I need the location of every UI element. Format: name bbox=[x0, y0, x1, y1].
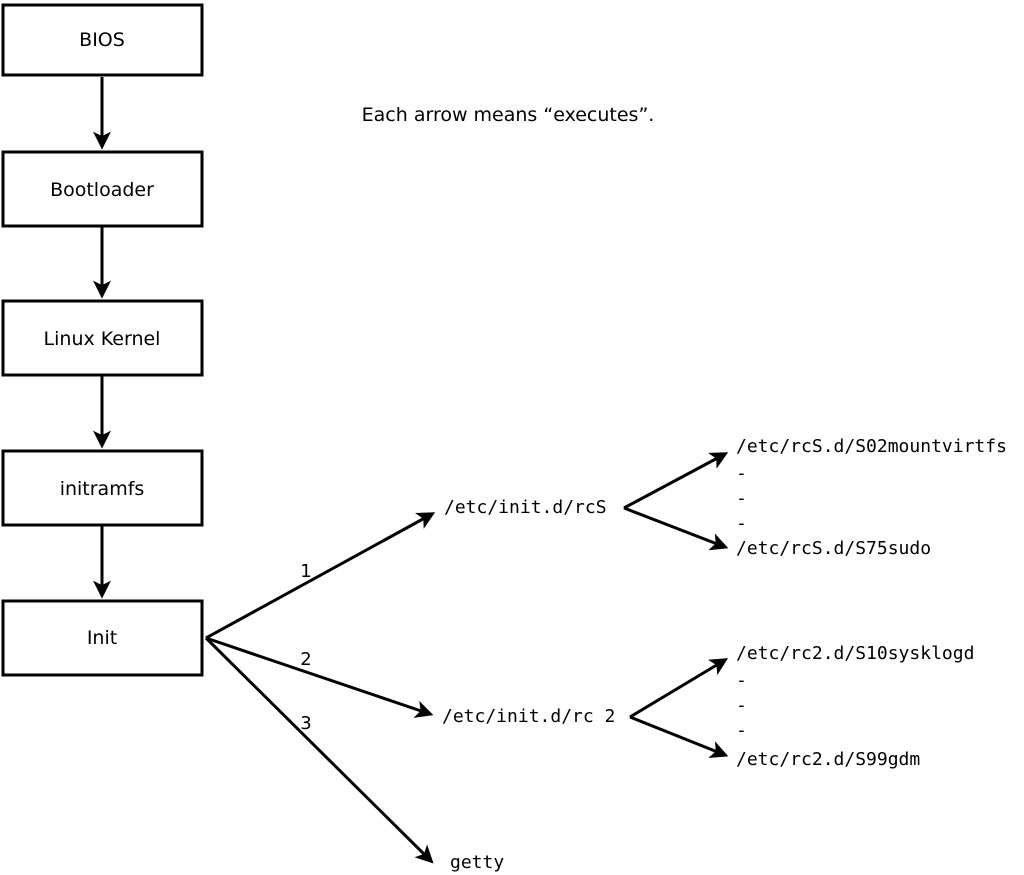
rcs-script-ellipsis-1: - bbox=[736, 463, 747, 484]
box-linux-kernel-label: Linux Kernel bbox=[44, 328, 161, 350]
box-init-rect bbox=[1, 599, 204, 677]
box-initramfs: initramfs bbox=[1, 449, 204, 527]
rc2-script-ellipsis-1: - bbox=[736, 670, 747, 691]
target-getty-label: getty bbox=[450, 852, 504, 873]
box-bios-label: BIOS bbox=[79, 29, 125, 51]
arrow-init-to-rcs bbox=[205, 512, 436, 640]
arrow-init-to-rc2 bbox=[205, 636, 434, 718]
rcs-script-first: /etc/rcS.d/S02mountvirtfs bbox=[736, 436, 1007, 457]
box-bootloader-label: Bootloader bbox=[50, 179, 154, 201]
arrow-rcs-to-first-script bbox=[623, 452, 729, 510]
box-initramfs-label: initramfs bbox=[60, 478, 145, 500]
rc2-script-first: /etc/rc2.d/S10sysklogd bbox=[736, 643, 974, 664]
box-bootloader-rect bbox=[1, 150, 204, 228]
rcs-script-last: /etc/rcS.d/S75sudo bbox=[736, 538, 931, 559]
arrow-rc2-to-first-script bbox=[629, 658, 729, 719]
arrow-order-label-3: 3 bbox=[300, 713, 311, 734]
box-init-label: Init bbox=[87, 627, 117, 649]
box-bios: BIOS bbox=[1, 3, 204, 77]
legend-note: Each arrow means “executes”. bbox=[362, 104, 655, 126]
arrow-init-to-getty bbox=[204, 636, 434, 864]
target-rcs-label: /etc/init.d/rcS bbox=[444, 497, 607, 518]
box-bootloader: Bootloader bbox=[1, 150, 204, 228]
rcs-script-ellipsis-3: - bbox=[736, 513, 747, 534]
rc2-script-last: /etc/rc2.d/S99gdm bbox=[736, 749, 920, 770]
arrow-rc2-to-last-script bbox=[629, 715, 729, 759]
box-bios-rect bbox=[1, 3, 204, 77]
box-initramfs-rect bbox=[1, 449, 204, 527]
target-rc2-label: /etc/init.d/rc 2 bbox=[442, 706, 615, 727]
arrow-rcs-to-last-script bbox=[623, 506, 729, 551]
rc2-script-ellipsis-3: - bbox=[736, 720, 747, 741]
box-linux-kernel-rect bbox=[1, 299, 204, 377]
box-linux-kernel: Linux Kernel bbox=[1, 299, 204, 377]
rc2-script-ellipsis-2: - bbox=[736, 695, 747, 716]
rcs-script-ellipsis-2: - bbox=[736, 488, 747, 509]
arrow-order-label-2: 2 bbox=[300, 649, 311, 670]
arrow-order-label-1: 1 bbox=[300, 561, 311, 582]
box-init: Init bbox=[1, 599, 204, 677]
